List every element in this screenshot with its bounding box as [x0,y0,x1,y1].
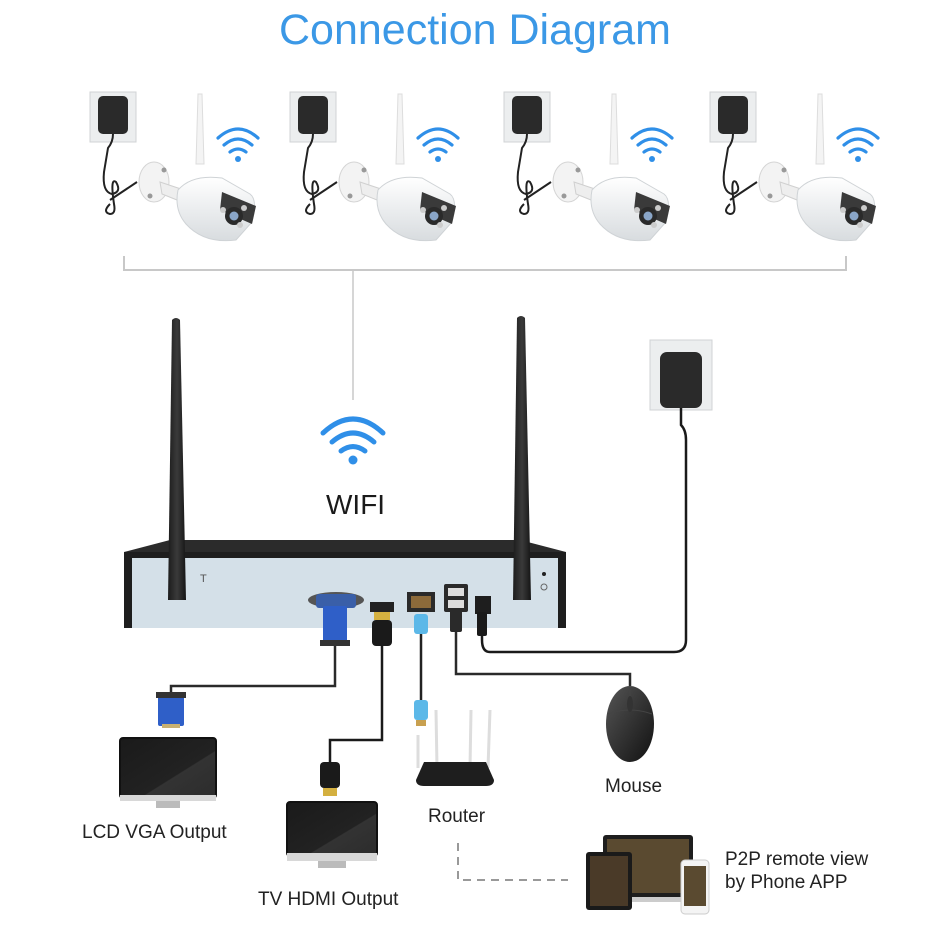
tv-monitor [286,801,378,868]
nvr-antenna-right [513,316,531,600]
page-title: Connection Diagram [279,6,671,54]
mouse-label: Mouse [605,776,663,797]
wifi-label: WIFI [326,489,386,520]
lcd-vga-output-label: LCD VGA Output [82,822,227,843]
camera-3 [502,90,674,243]
lcd-monitor [119,737,217,808]
tv-hdmi-output-label: TV HDMI Output [258,889,399,910]
wifi-icon [320,416,386,454]
svg-text:T: T [200,573,207,585]
lan-cable [414,614,428,726]
p2p-devices [586,835,710,915]
hdmi-cable [320,612,392,796]
p2p-line-1: P2P remote view [725,849,869,870]
usb-cable [450,610,632,686]
p2p-remote-view-label: P2P remote view by Phone APP [725,848,868,894]
vga-cable [156,606,350,728]
p2p-line-2: by Phone APP [725,872,848,893]
router-p2p-dashed-line [457,843,568,881]
camera-4 [708,90,880,243]
router-label: Router [428,806,486,827]
camera-2 [288,90,460,243]
dc-plug [477,612,487,636]
camera-bracket-line [123,256,847,271]
nvr-power-adapter [480,339,713,654]
nvr-antenna-left [168,318,186,600]
camera-1 [88,90,260,243]
router-device [416,709,494,786]
mouse-device [606,686,654,762]
wifi-dot [348,455,358,465]
